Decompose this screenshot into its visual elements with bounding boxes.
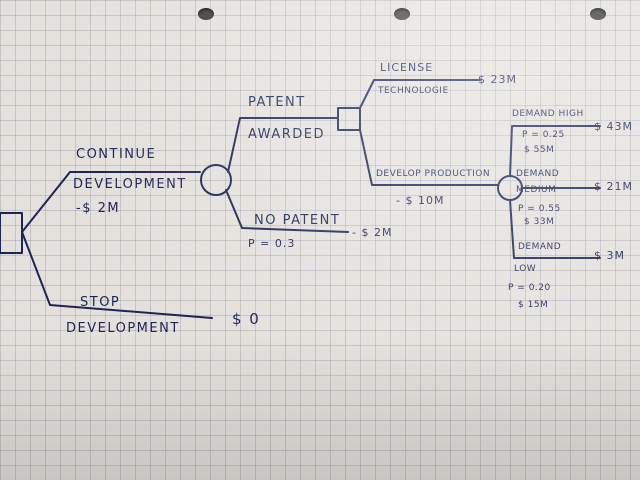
punch-hole-3 xyxy=(590,8,606,20)
demand-medium-end: $ 21M xyxy=(594,180,633,193)
stop-branch xyxy=(21,231,213,319)
no-patent-prob: P = 0.3 xyxy=(248,237,296,250)
patent-awarded-branch xyxy=(227,117,339,173)
punch-hole-1 xyxy=(198,8,214,20)
demand-high-branch xyxy=(509,125,601,177)
stop-label-2: DEVELOPMENT xyxy=(66,321,180,336)
demand-high-value: $ 55M xyxy=(524,145,555,155)
develop-label: DEVELOP PRODUCTION xyxy=(376,169,491,179)
develop-branch xyxy=(359,129,499,186)
license-label-2: TECHNOLOGIE xyxy=(378,86,449,96)
license-branch xyxy=(359,79,481,109)
continue-branch xyxy=(21,171,201,233)
patent-label: PATENT xyxy=(248,95,306,110)
demand-low-branch xyxy=(509,199,601,259)
demand-high-label: DEMAND HIGH xyxy=(512,109,584,119)
demand-medium-value: $ 33M xyxy=(524,217,555,227)
demand-low-prob: P = 0.20 xyxy=(508,283,551,293)
demand-medium-label-2: MEDIUM xyxy=(516,185,557,195)
continue-label: CONTINUE xyxy=(76,147,157,162)
demand-high-end: $ 43M xyxy=(594,120,633,133)
demand-medium-label: DEMAND xyxy=(516,169,560,179)
no-patent-branch xyxy=(225,189,349,233)
demand-medium-prob: P = 0.55 xyxy=(518,204,561,214)
continue-cost: -$ 2M xyxy=(76,201,121,216)
license-label: LICENSE xyxy=(380,61,434,74)
no-patent-label: NO PATENT xyxy=(254,213,341,228)
patent-chance-node xyxy=(200,164,232,196)
continue-label-2: DEVELOPMENT xyxy=(73,177,187,192)
no-patent-value: - $ 2M xyxy=(352,226,393,239)
punch-hole-2 xyxy=(394,8,410,20)
demand-high-prob: P = 0.25 xyxy=(522,130,565,140)
root-decision-node xyxy=(0,212,23,254)
patent-label-2: AWARDED xyxy=(248,127,325,142)
demand-low-label: DEMAND xyxy=(518,242,562,252)
second-decision-node xyxy=(337,107,361,131)
stop-label: STOP xyxy=(80,295,121,310)
demand-low-end: $ 3M xyxy=(594,249,625,262)
demand-low-label-2: LOW xyxy=(514,264,537,274)
stop-value: $ 0 xyxy=(232,310,261,328)
license-value: $ 23M xyxy=(478,73,517,86)
demand-low-value: $ 15M xyxy=(518,300,549,310)
develop-cost: - $ 10M xyxy=(396,194,445,207)
